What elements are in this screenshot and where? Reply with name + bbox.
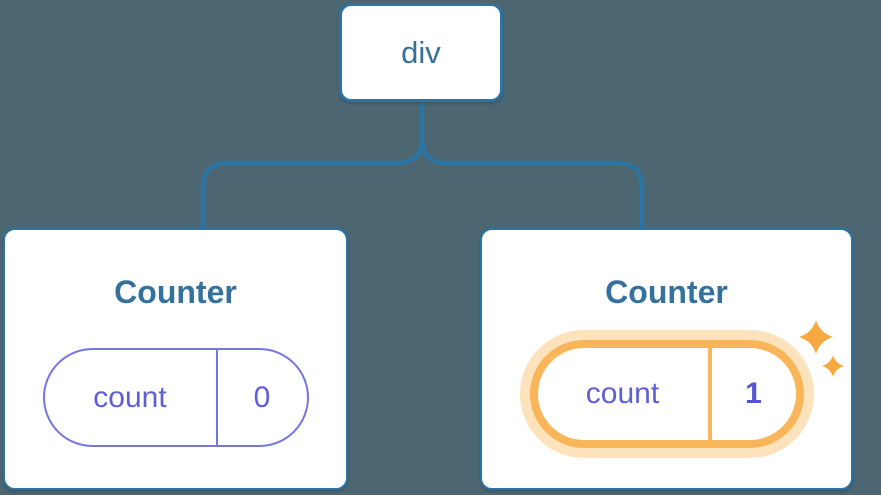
- root-node-label: div: [401, 34, 441, 70]
- state-value: 0: [215, 350, 307, 445]
- counter-title: Counter: [605, 274, 728, 310]
- state-key-label: count: [585, 377, 660, 410]
- counter-node-left: Counter count 0: [3, 228, 348, 490]
- state-key-label: count: [93, 380, 167, 414]
- sparkle-large: [799, 320, 833, 354]
- root-node-div: div: [339, 3, 503, 102]
- counter-node-right: Counter count 1: [480, 228, 853, 490]
- counter-title: Counter: [114, 274, 237, 310]
- connector-right-branch: [419, 102, 645, 229]
- sparkle-small: [822, 355, 844, 377]
- connector-left-branch: [200, 102, 425, 229]
- state-value: 1: [707, 348, 796, 440]
- state-pill-count-1-highlighted: count 1: [529, 340, 804, 448]
- state-pill-count-0: count 0: [42, 348, 309, 447]
- sparkle-icon: [799, 320, 844, 377]
